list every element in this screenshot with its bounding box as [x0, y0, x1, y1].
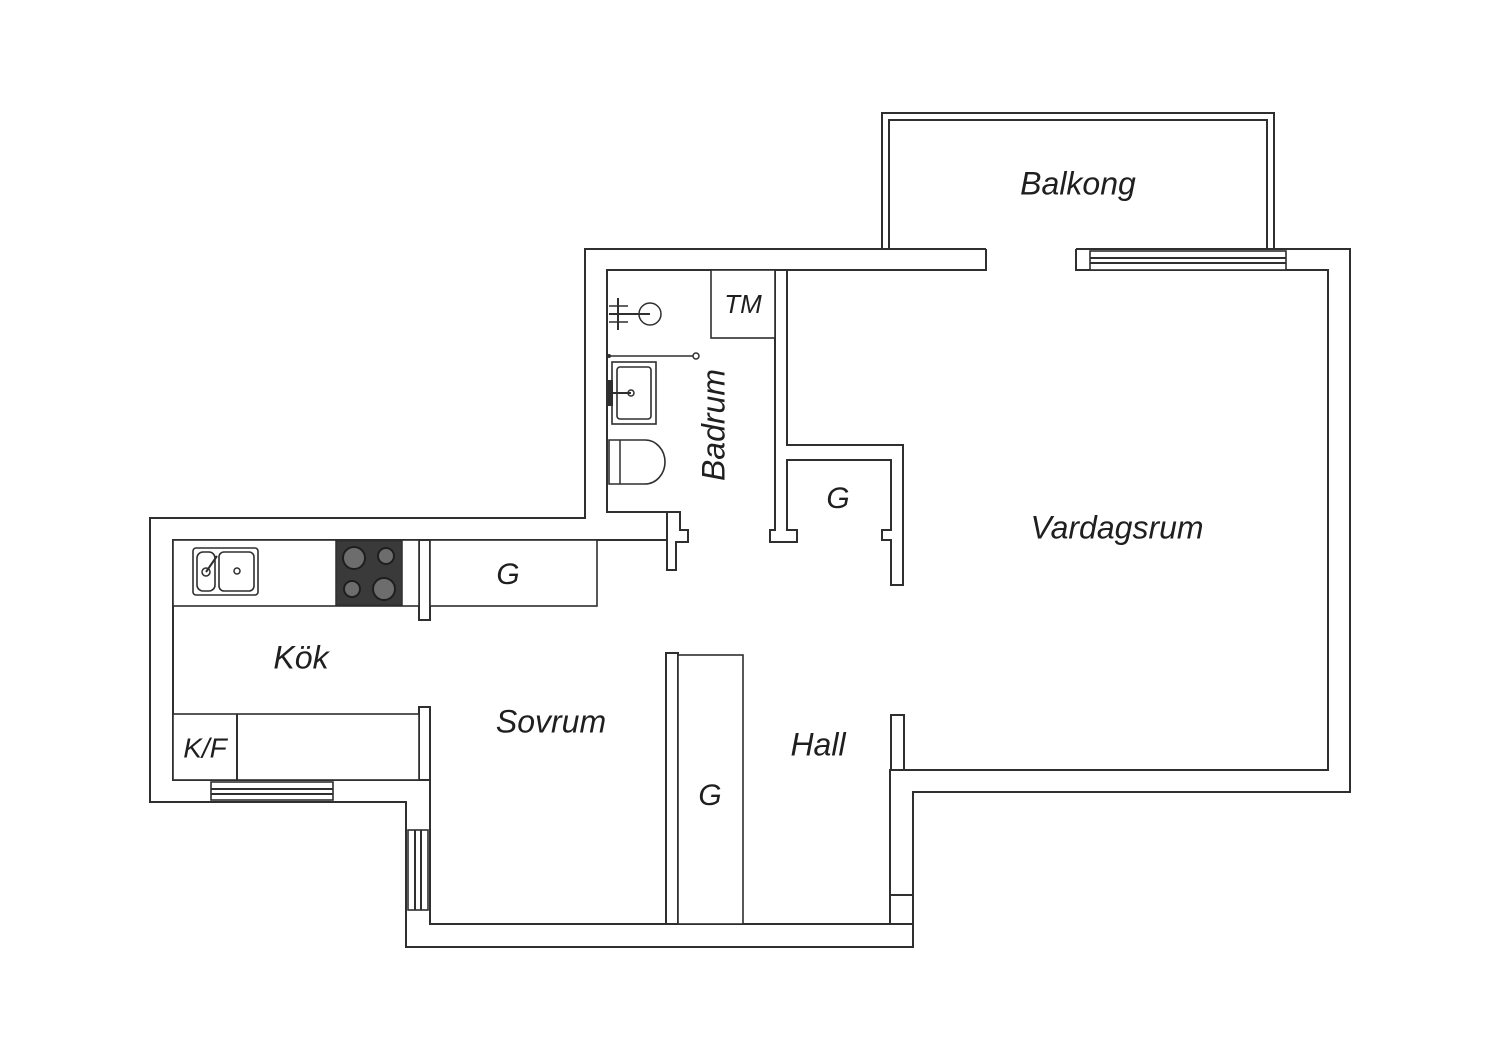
bedroom-hall-partition [665, 652, 679, 925]
label-sovrum: Sovrum [496, 703, 606, 739]
balcony [881, 112, 1275, 272]
label-g-wardrobe: G [698, 779, 721, 812]
shower-icon [607, 298, 700, 360]
kitchen-partition-top [418, 539, 431, 621]
label-kf: K/F [183, 732, 228, 763]
washbasin-icon [607, 361, 657, 425]
label-balkong: Balkong [1020, 165, 1136, 201]
wardrobe-hall [677, 654, 744, 925]
label-tm: TM [724, 289, 762, 319]
hall-wall-stub [889, 894, 914, 925]
bathroom-door-jamb [666, 511, 689, 571]
kitchen-lower-counter [172, 713, 420, 781]
bathroom-wall [769, 269, 904, 586]
washing-machine [710, 269, 776, 339]
kitchen-partition-bottom [418, 706, 431, 781]
living-wall-stub [890, 714, 905, 771]
toilet-icon [608, 439, 666, 485]
label-g-kitchen: G [496, 558, 519, 591]
stove-icon [335, 540, 403, 606]
label-badrum: Badrum [695, 369, 731, 481]
window-kitchen [210, 781, 334, 801]
label-hall: Hall [790, 726, 846, 762]
window-bedroom [407, 829, 429, 911]
label-vardagsrum: Vardagsrum [1030, 509, 1203, 545]
label-kok: Kök [273, 639, 330, 675]
kitchen-cabinet [429, 539, 598, 607]
sink-icon [192, 547, 259, 596]
window-livingroom [1089, 250, 1287, 271]
label-g-closet: G [826, 482, 849, 515]
